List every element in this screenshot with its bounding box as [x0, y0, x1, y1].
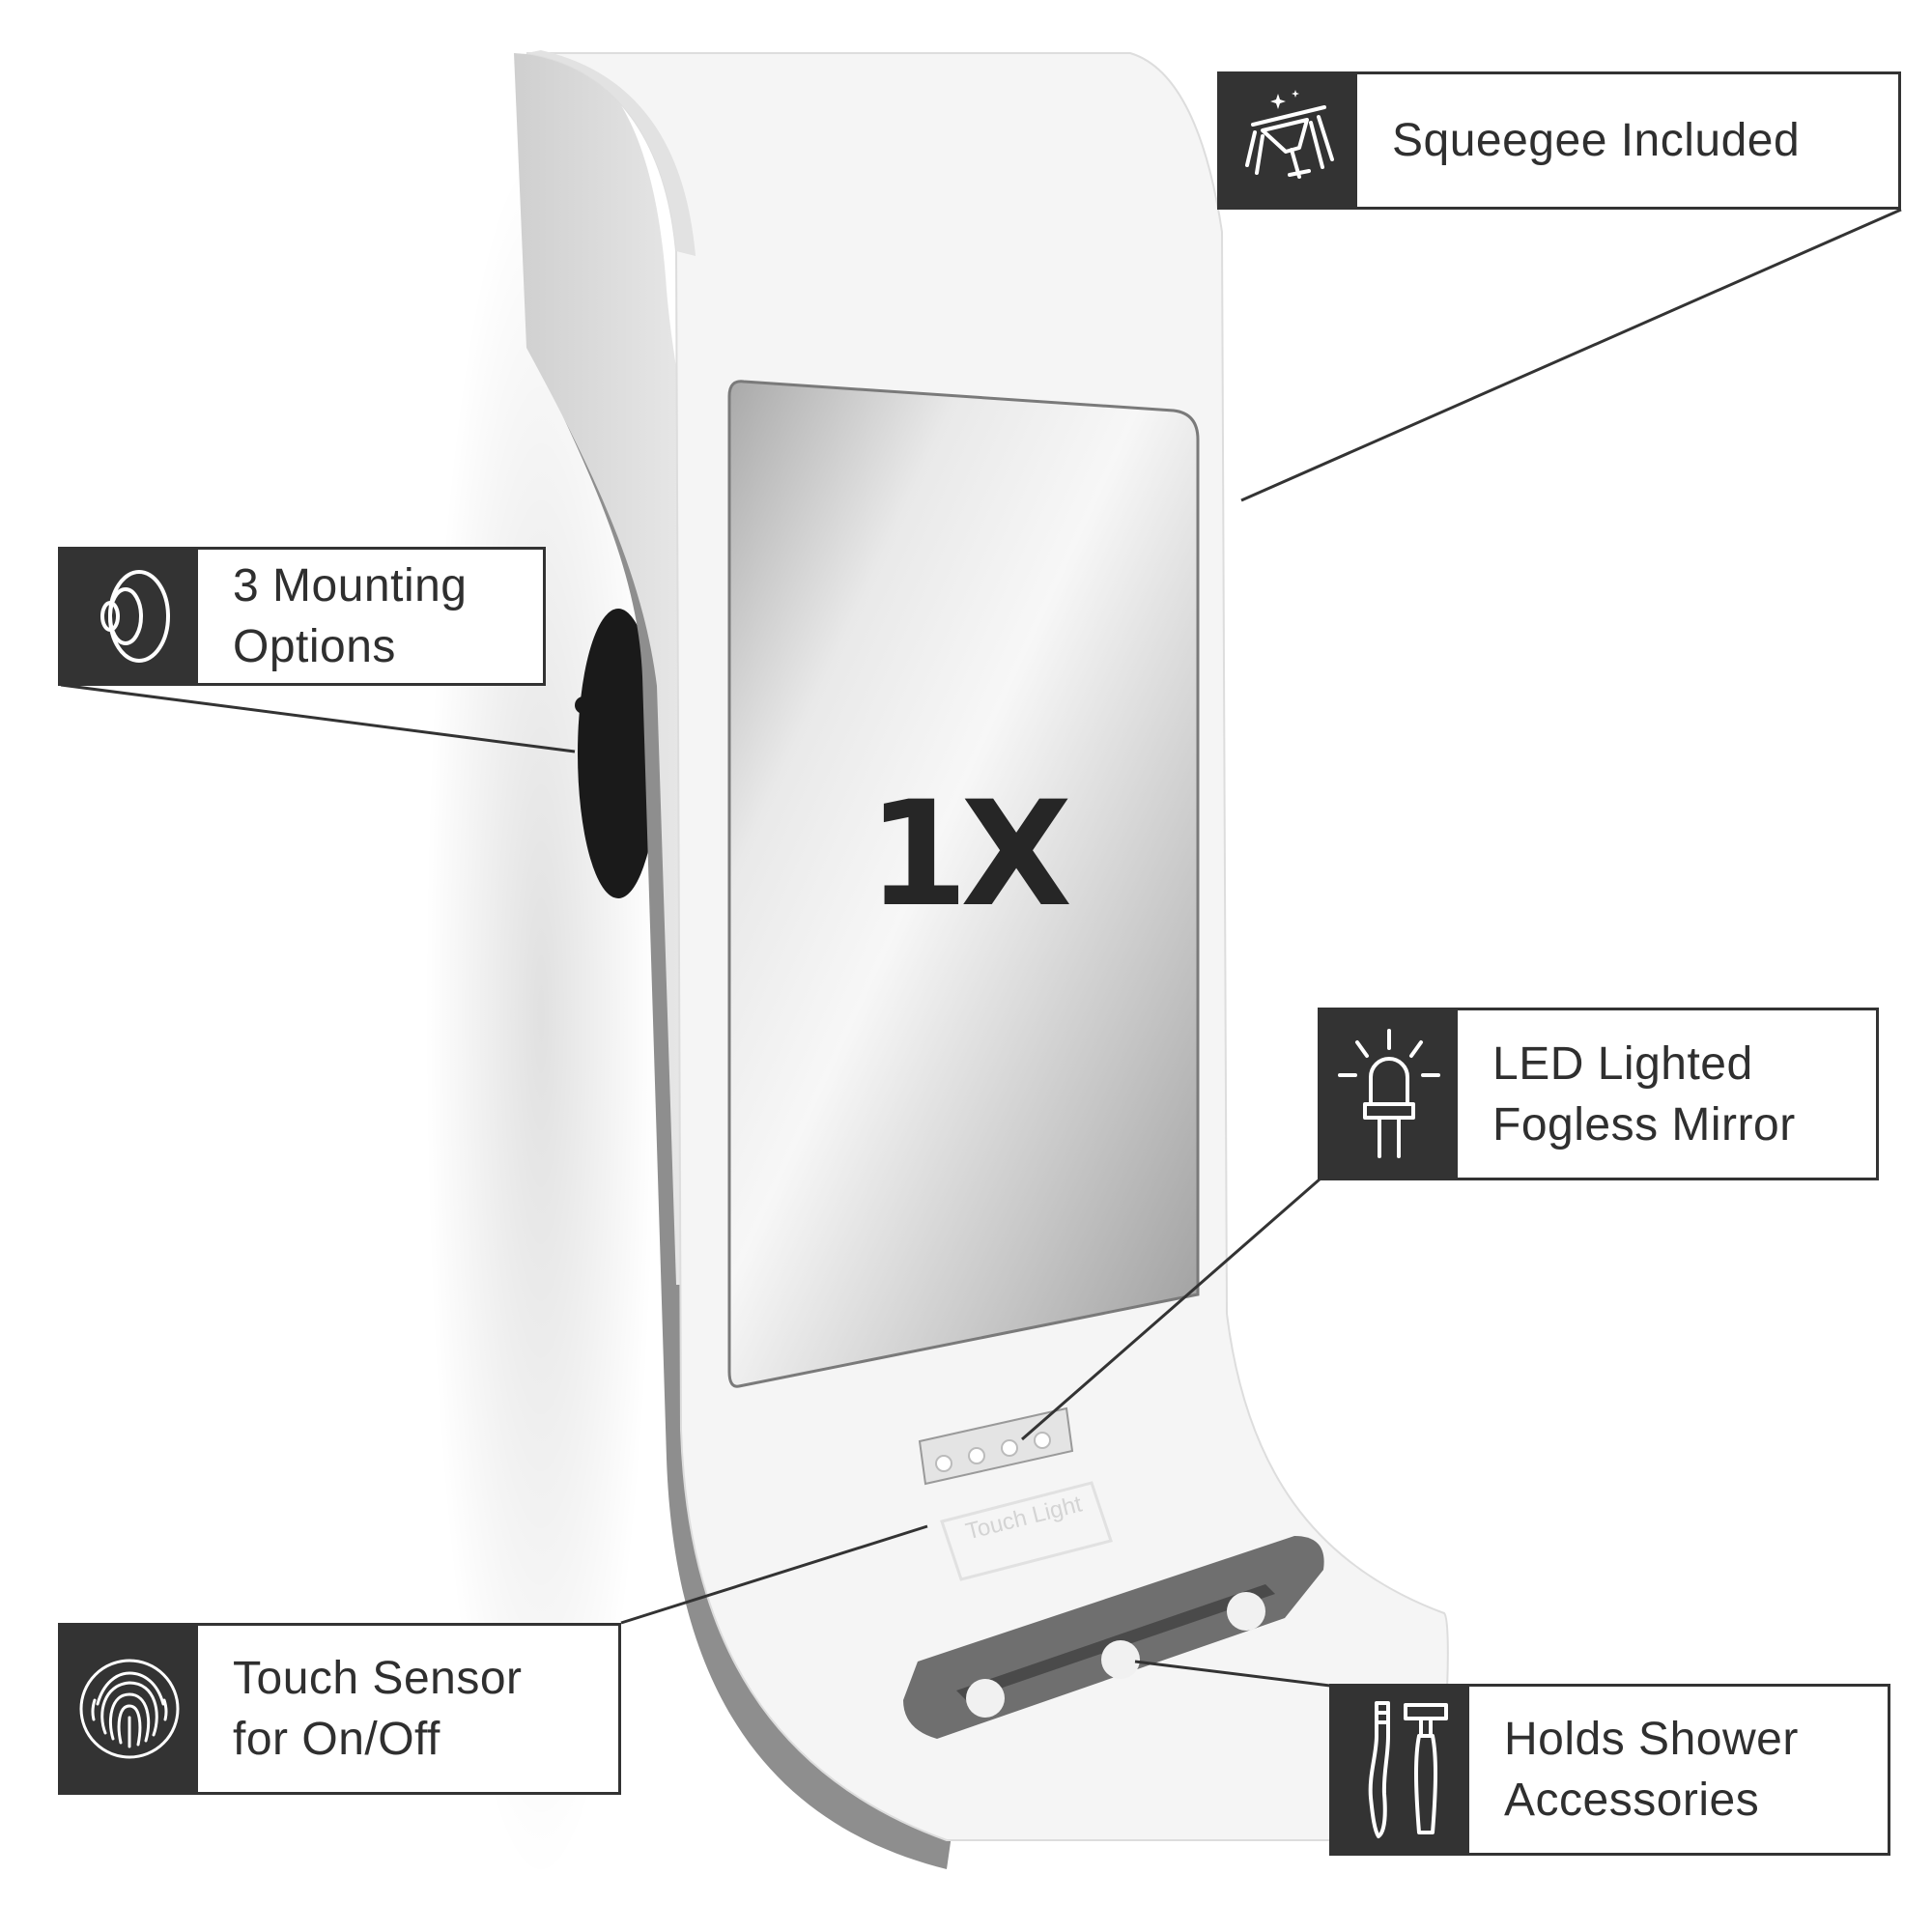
- led-bulb-icon: [1338, 1028, 1440, 1158]
- accessory-holder-2: [1101, 1640, 1140, 1679]
- callout-text-line1: Squeegee Included: [1392, 115, 1801, 166]
- leader-line-squeegee: [1240, 208, 1902, 502]
- accessory-holder-3: [1227, 1592, 1265, 1631]
- callout-text-line2: Accessories: [1504, 1775, 1760, 1826]
- leader-lines: [60, 208, 1902, 1689]
- touch-sensor-pad: [940, 1481, 1113, 1581]
- squeegee-icon: [1245, 89, 1334, 179]
- suction-cup-knob: [575, 696, 592, 714]
- callout-icon-box: [1321, 1010, 1458, 1178]
- callout-label: Touch Sensor for On/Off: [198, 1626, 618, 1792]
- callout-icon-box: [1220, 74, 1357, 207]
- accessory-holder-1: [966, 1679, 1005, 1718]
- toothbrush-razor-icon: [1368, 1701, 1448, 1838]
- leader-line-led: [1021, 1177, 1321, 1441]
- fingerprint-icon: [79, 1659, 180, 1759]
- callout-accessories: Holds Shower Accessories: [1329, 1684, 1890, 1856]
- callout-text-line1: LED Lighted: [1492, 1037, 1753, 1090]
- suction-cup: [578, 609, 659, 898]
- suction-cup-icon: [100, 570, 170, 663]
- callout-squeegee: Squeegee Included: [1217, 71, 1901, 210]
- callout-label: 3 Mounting Options: [198, 550, 543, 683]
- leader-line-accessories: [1134, 1660, 1339, 1689]
- callout-text-line2: Fogless Mirror: [1492, 1098, 1796, 1151]
- callout-label: Squeegee Included: [1357, 74, 1898, 207]
- leader-line-mounting: [60, 683, 576, 753]
- callout-text-line2: for On/Off: [233, 1714, 440, 1765]
- led-dot-4: [1034, 1432, 1051, 1449]
- callout-label: Holds Shower Accessories: [1469, 1687, 1888, 1853]
- callout-mounting-options: 3 Mounting Options: [58, 547, 546, 686]
- led-dot-2: [968, 1447, 985, 1464]
- callout-text-line2: Options: [233, 621, 396, 672]
- callout-text-line1: Holds Shower: [1504, 1714, 1799, 1765]
- callout-text-line1: Touch Sensor: [233, 1653, 523, 1704]
- body-top-lip: [526, 50, 696, 256]
- led-dot-3: [1001, 1439, 1018, 1457]
- callout-icon-box: [1332, 1687, 1469, 1853]
- callout-icon-box: [61, 550, 198, 683]
- callout-label: LED Lighted Fogless Mirror: [1458, 1010, 1876, 1178]
- mirror-glass: [727, 380, 1200, 1388]
- callout-icon-box: [61, 1626, 198, 1792]
- led-dot-1: [935, 1455, 952, 1472]
- callout-touch-sensor: Touch Sensor for On/Off: [58, 1623, 621, 1795]
- magnification-label: 1X: [867, 771, 1072, 939]
- leader-line-touch: [620, 1524, 928, 1625]
- callout-led-mirror: LED Lighted Fogless Mirror: [1318, 1008, 1879, 1180]
- callout-text-line1: 3 Mounting: [233, 560, 468, 611]
